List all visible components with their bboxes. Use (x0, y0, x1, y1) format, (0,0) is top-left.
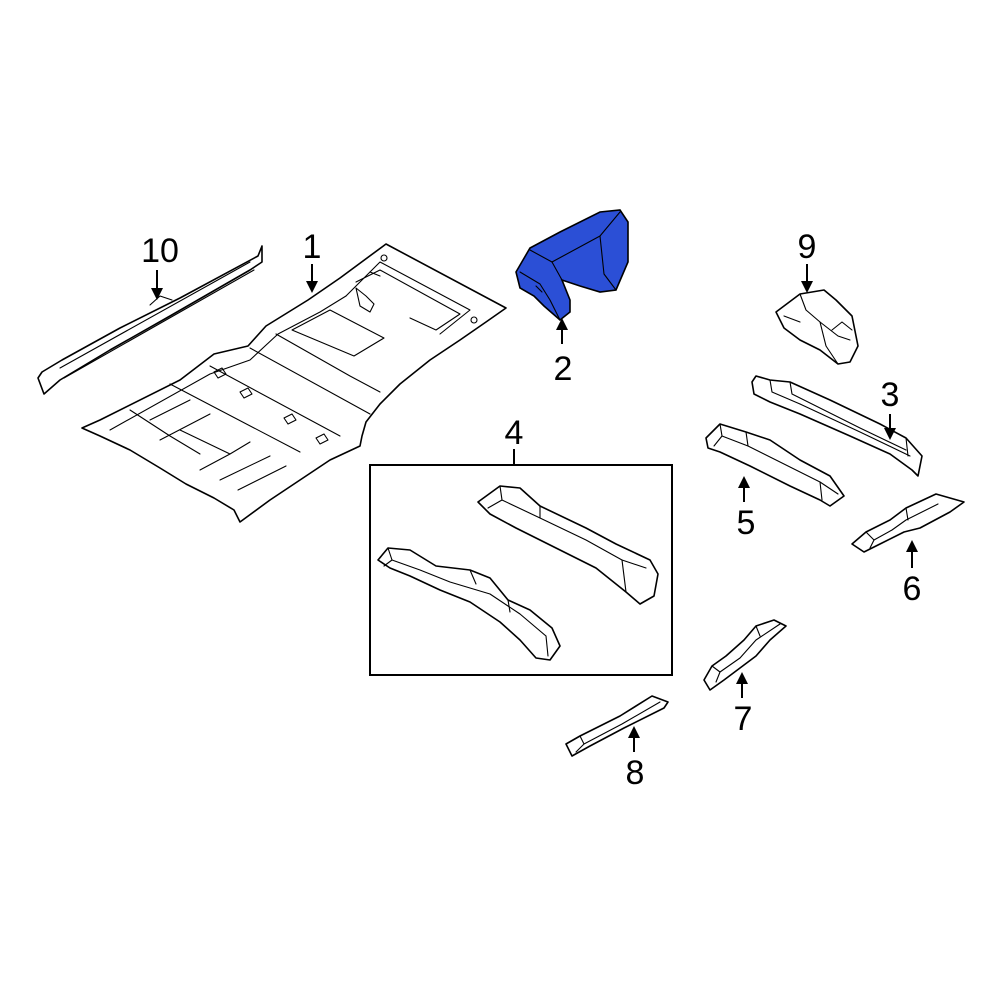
leader-lines (151, 264, 918, 752)
callout-8[interactable]: 8 (626, 754, 645, 792)
part-1-floor-pan[interactable] (81, 243, 507, 523)
part-2-bracket-highlighted[interactable] (515, 209, 629, 322)
part-4-crossmember-assembly[interactable] (369, 464, 673, 676)
callout-10[interactable]: 10 (141, 232, 179, 270)
callout-labels: 10 1 2 9 3 4 5 6 7 8 (141, 228, 921, 792)
callout-2[interactable]: 2 (554, 350, 573, 388)
part-6-crossmember[interactable] (851, 493, 965, 553)
part-7-crossmember[interactable] (703, 619, 787, 691)
part-3-crossmember[interactable] (751, 375, 923, 477)
part-9-bracket[interactable] (775, 289, 859, 365)
callout-5[interactable]: 5 (737, 504, 756, 542)
assembly-box (369, 464, 673, 676)
part-5-crossmember[interactable] (705, 423, 845, 507)
callout-4[interactable]: 4 (505, 414, 524, 452)
callout-1[interactable]: 1 (303, 228, 322, 266)
callout-3[interactable]: 3 (881, 376, 900, 414)
part-8-crossmember[interactable] (565, 695, 669, 757)
callout-6[interactable]: 6 (903, 570, 922, 608)
callout-7[interactable]: 7 (734, 700, 753, 738)
callout-9[interactable]: 9 (798, 228, 817, 266)
part-10-rocker-rail[interactable] (37, 245, 263, 395)
